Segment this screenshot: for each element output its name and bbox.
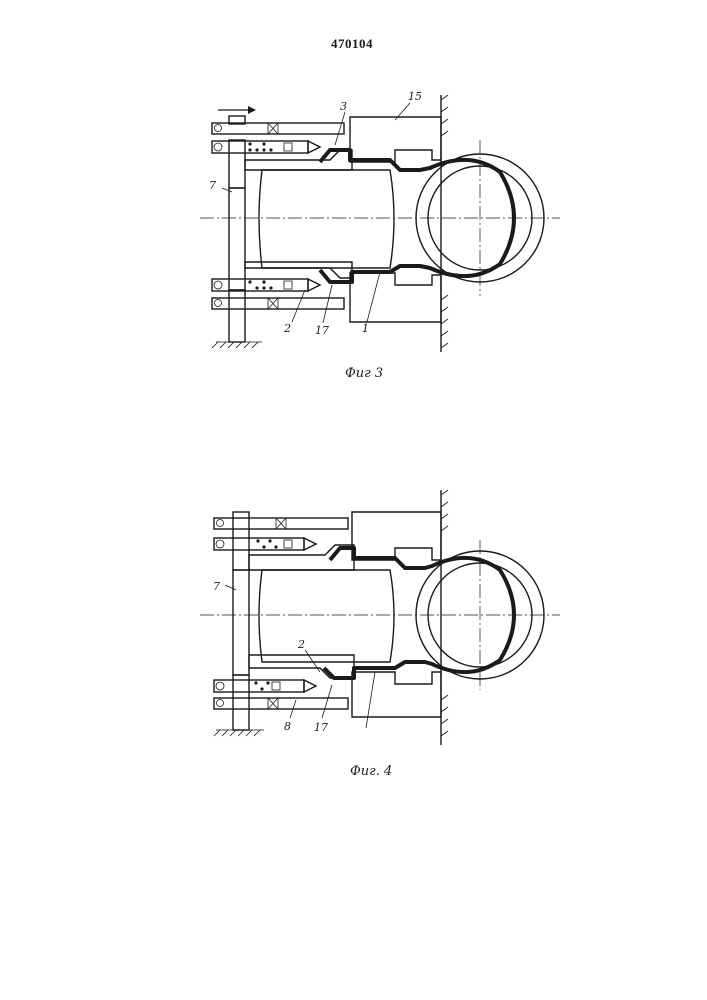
caption-fig-4: Фиг. 4 xyxy=(350,764,392,779)
flange-plate-7-upper xyxy=(229,140,245,188)
housing-block-bottom xyxy=(352,672,441,717)
flange-plate-7 xyxy=(229,188,245,290)
wall-ground-right xyxy=(441,95,448,352)
ground-left xyxy=(214,730,264,736)
label-1: 1 xyxy=(362,322,369,335)
rod-upper-2-with-spring xyxy=(212,141,320,153)
housing-block-15-bottom xyxy=(350,273,441,322)
support-post xyxy=(233,675,249,730)
label-2: 2 xyxy=(283,322,291,335)
rod-lower-1-with-spring xyxy=(212,279,320,291)
membrane-seal xyxy=(324,548,514,678)
label-17: 17 xyxy=(314,721,328,734)
direction-arrow xyxy=(218,106,256,114)
caption-fig-3: Фиг 3 xyxy=(345,366,383,381)
label-7: 7 xyxy=(209,179,216,192)
figure-3-drawing: 3 15 7 2 17 1 Фиг 3 xyxy=(0,0,707,400)
rod-lower-2 xyxy=(212,298,344,309)
housing-block-top xyxy=(352,512,441,560)
sleeve-lower xyxy=(249,655,354,678)
label-8: 8 xyxy=(284,720,291,733)
label-2: 2 xyxy=(297,638,305,651)
housing-block-15-top xyxy=(350,117,441,162)
label-7: 7 xyxy=(213,580,220,593)
leader-lines xyxy=(222,103,410,323)
flange-plate-7 xyxy=(233,570,249,675)
bore xyxy=(259,570,394,662)
flange-plate-upper xyxy=(233,512,249,570)
rod-upper-2-with-spring xyxy=(214,538,316,550)
figure-4-drawing: 7 2 8 17 Фиг. 4 xyxy=(0,480,707,820)
label-3: 3 xyxy=(340,100,347,113)
rod-upper-1 xyxy=(214,518,348,529)
label-17: 17 xyxy=(315,324,329,337)
label-15: 15 xyxy=(408,90,422,103)
ground-left xyxy=(212,342,262,348)
rod-lower-1-with-spring xyxy=(214,680,316,692)
wall-ground-right xyxy=(441,490,448,745)
bore xyxy=(259,170,394,268)
